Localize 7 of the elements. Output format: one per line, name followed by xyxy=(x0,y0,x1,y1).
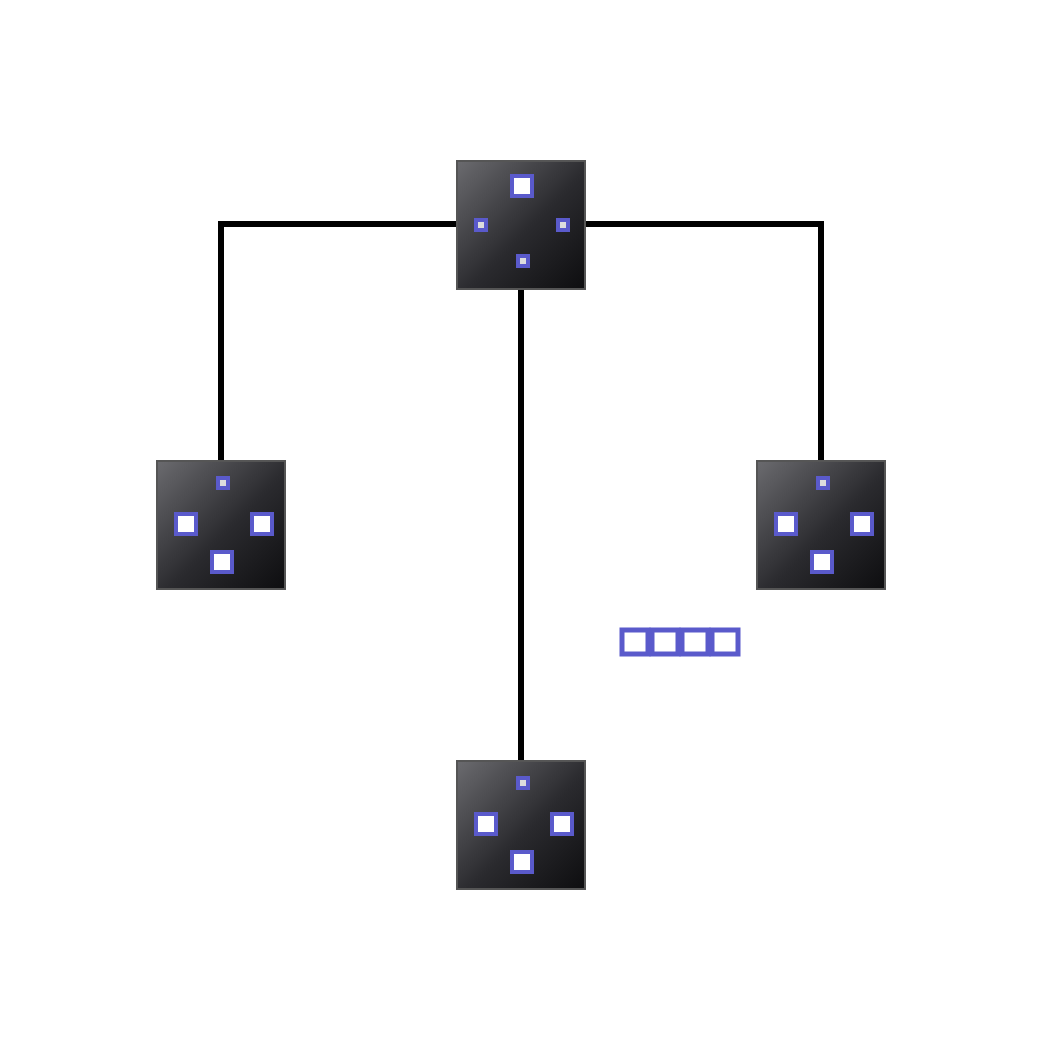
device-box xyxy=(156,460,286,590)
device-box xyxy=(756,460,886,590)
device-box xyxy=(456,160,586,290)
device-box xyxy=(456,760,586,890)
connector-line xyxy=(518,290,524,760)
connector-line xyxy=(218,221,456,460)
connector-line xyxy=(586,221,824,460)
